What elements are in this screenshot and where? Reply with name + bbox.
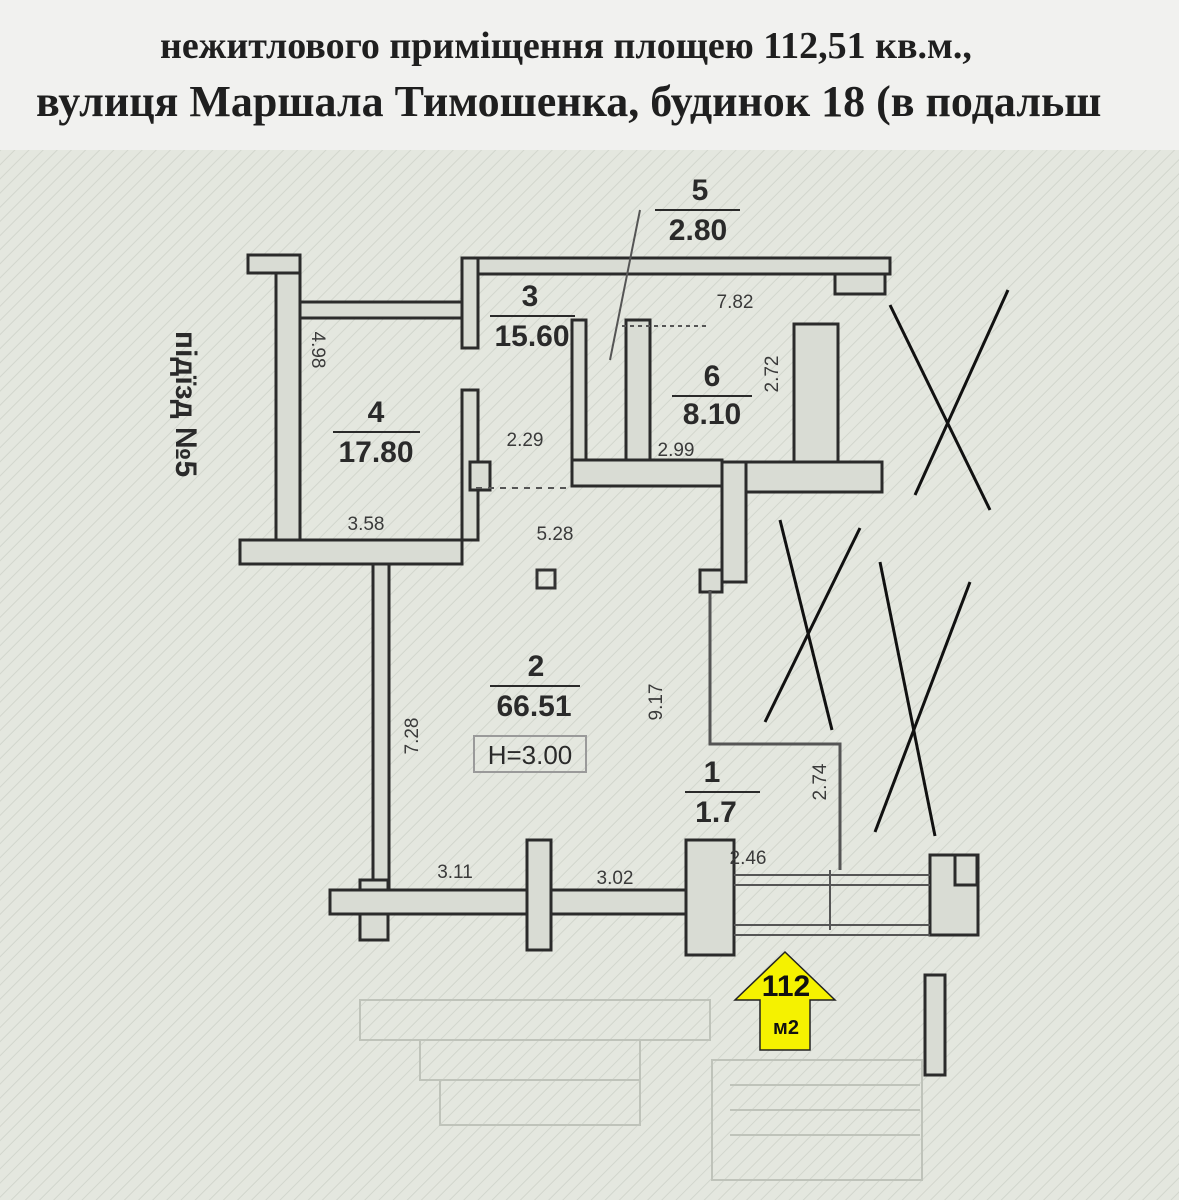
room-2-label: 2 66.51 H=3.00 <box>473 650 587 773</box>
dim-2-74: 2.74 <box>810 763 831 800</box>
steps <box>359 999 923 1181</box>
room-5-label: 5 2.80 <box>655 174 740 247</box>
wall-corridor-top <box>720 460 748 584</box>
area-marker-arrow: 112 м2 <box>733 950 837 1051</box>
dim-2-29: 2.29 <box>507 430 544 451</box>
dim-5-28: 5.28 <box>537 524 574 545</box>
dim-2-72: 2.72 <box>762 356 783 393</box>
ceiling-height: H=3.00 <box>488 740 573 770</box>
dim-7-28: 7.28 <box>402 718 423 755</box>
wall-left-top-cap <box>246 253 302 275</box>
wall-entrance-right-top <box>953 853 979 887</box>
entrance-label: підїзд №5 <box>169 331 202 477</box>
walls <box>238 253 980 1077</box>
room-1-label: 1 1.7 <box>685 756 760 829</box>
column-marker <box>535 568 557 590</box>
room-5-area: 2.80 <box>669 214 727 247</box>
wall-left-long <box>371 562 391 896</box>
wall-corridor-stub <box>698 568 724 594</box>
dim-3-02: 3.02 <box>597 868 634 889</box>
partition-3b <box>624 318 652 472</box>
wall-room4-bottom <box>238 538 464 566</box>
room-3-label: 3 15.60 <box>490 280 575 353</box>
marker-unit: м2 <box>773 1017 799 1039</box>
room-4-label: 4 17.80 <box>333 396 420 469</box>
wall-left-upper <box>274 253 302 557</box>
room-3-number: 3 <box>522 280 539 313</box>
corridor-outline <box>708 590 842 870</box>
dimensions: 7.82 4.98 2.72 2.29 2.99 3.58 5.28 9.17 … <box>307 292 831 889</box>
background-hatch <box>0 150 1179 1200</box>
header-line-2: вулиця Маршала Тимошенка, будинок 18 (в … <box>36 77 1102 126</box>
marker-value: 112 <box>762 970 810 1003</box>
room-2-area: 66.51 <box>496 690 571 723</box>
dim-4-98: 4.98 <box>307 332 328 369</box>
dim-7-82: 7.82 <box>717 292 754 313</box>
wall-room3-left-top <box>460 256 480 350</box>
room-1-area: 1.7 <box>695 796 737 829</box>
wall-room4-top <box>298 300 464 320</box>
room-1-number: 1 <box>704 756 721 789</box>
room-2-number: 2 <box>528 650 545 683</box>
wall-top-right <box>460 256 892 276</box>
height-box <box>473 735 587 773</box>
dim-3-58: 3.58 <box>348 514 385 535</box>
wall-top-right-stub <box>833 272 887 296</box>
floor-plan: 5 2.80 3 15.60 6 8.10 4 17.80 2 66.51 H=… <box>0 150 1179 1200</box>
partition-3a <box>570 318 588 472</box>
dim-2-99: 2.99 <box>658 440 695 461</box>
wall-stub <box>468 460 492 492</box>
room-6-label: 6 8.10 <box>672 360 752 431</box>
room-6-number: 6 <box>704 360 721 393</box>
document-header: нежитлового приміщення площею 112,51 кв.… <box>0 0 1179 150</box>
room-4-area: 17.80 <box>338 436 413 469</box>
dim-3-11: 3.11 <box>437 862 473 883</box>
wall-room6-bottom <box>720 460 884 494</box>
room-3-area: 15.60 <box>494 320 569 353</box>
wall-stair-right <box>923 973 947 1077</box>
dim-9-17: 9.17 <box>646 684 667 721</box>
window-lines <box>476 209 930 936</box>
partition-3-bottom <box>570 458 724 488</box>
wall-bottom <box>328 888 692 916</box>
room-5-number: 5 <box>692 174 709 207</box>
wall-room6-right <box>792 322 840 476</box>
dim-2-46: 2.46 <box>730 848 767 869</box>
header-line-1: нежитлового приміщення площею 112,51 кв.… <box>160 25 972 67</box>
floor-plan-drawing: 5 2.80 3 15.60 6 8.10 4 17.80 2 66.51 H=… <box>0 150 1179 1200</box>
crossed-out-areas <box>763 289 1010 837</box>
column-bottom <box>525 838 553 952</box>
wall-entrance-left <box>684 838 736 957</box>
room-6-area: 8.10 <box>683 398 741 431</box>
room-4-number: 4 <box>368 396 385 429</box>
